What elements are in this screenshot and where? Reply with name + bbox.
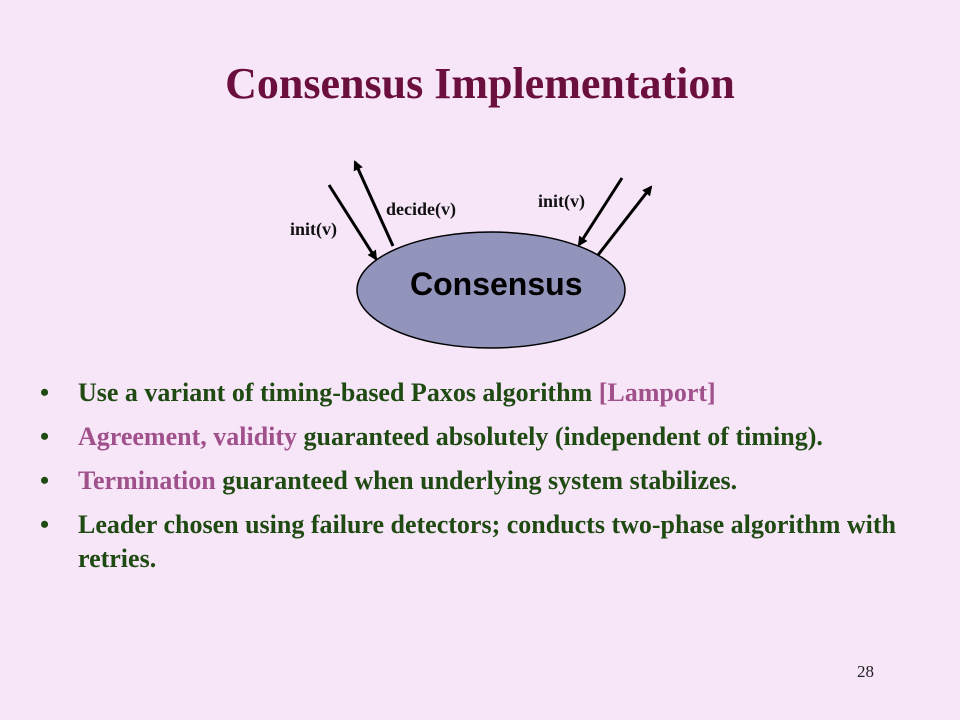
bullet-dot: • xyxy=(40,510,50,539)
consensus-diagram: init(v) decide(v) init(v) Consensus xyxy=(290,160,653,349)
bullet-dot: • xyxy=(40,422,50,451)
bullet-highlight: [Lamport] xyxy=(598,378,716,407)
right-outgoing-arrow xyxy=(596,185,653,256)
bullet-item: • Use a variant of timing-based Paxos al… xyxy=(40,376,920,410)
init-right-arrow-in xyxy=(577,177,624,247)
init-label-left: init(v) xyxy=(290,219,337,239)
bullet-item: • Leader chosen using failure detectors;… xyxy=(40,508,920,576)
decide-label: decide(v) xyxy=(386,199,456,219)
bullet-highlight: Agreement, validity xyxy=(78,422,298,451)
init-label-right: init(v) xyxy=(538,191,585,211)
bullet-text: Leader chosen using failure detectors; c… xyxy=(78,510,897,573)
bullet-dot: • xyxy=(40,466,50,495)
bullet-dot: • xyxy=(40,378,50,407)
init-left-arrow xyxy=(327,184,378,261)
slide-title: Consensus Implementation xyxy=(225,59,735,108)
bullet-text: guaranteed when underlying system stabil… xyxy=(215,466,738,495)
diagram-arrows xyxy=(327,160,653,349)
consensus-ellipse xyxy=(356,231,626,349)
bullet-item: • Agreement, validity guaranteed absolut… xyxy=(40,420,920,454)
page-number: 28 xyxy=(857,662,874,681)
bullet-text: guaranteed absolutely (independent of ti… xyxy=(297,422,823,451)
bullet-highlight: Termination xyxy=(78,466,216,495)
bullet-list: • Use a variant of timing-based Paxos al… xyxy=(40,376,920,586)
decide-arrow xyxy=(353,160,395,247)
bullet-item: • Termination guaranteed when underlying… xyxy=(40,464,920,498)
bullet-text: Use a variant of timing-based Paxos algo… xyxy=(78,378,599,407)
consensus-box-label: Consensus xyxy=(410,266,583,302)
